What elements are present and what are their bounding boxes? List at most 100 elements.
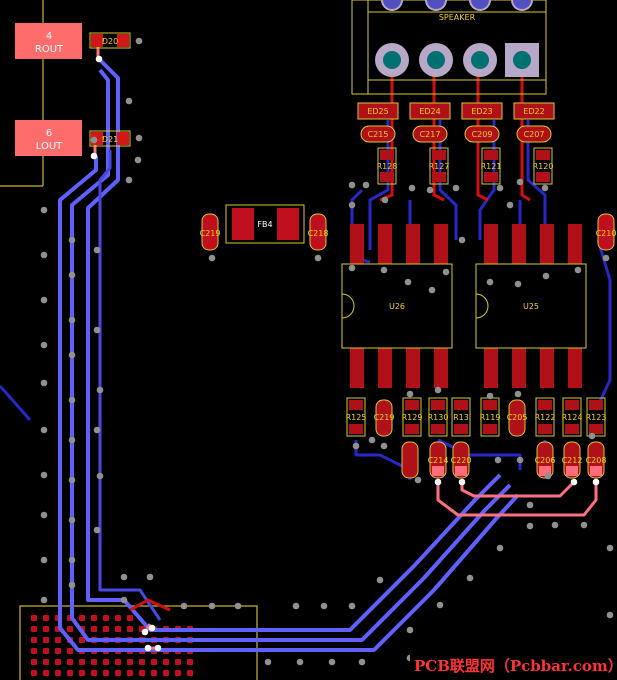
connector-pin-number: 4 bbox=[46, 31, 52, 42]
via bbox=[40, 341, 48, 349]
cap-c207[interactable]: C207 bbox=[516, 125, 552, 143]
via bbox=[296, 658, 304, 666]
bga-pad bbox=[91, 626, 97, 632]
connector-pin-number: 6 bbox=[46, 128, 52, 139]
speaker-pad bbox=[463, 43, 497, 77]
via bbox=[516, 456, 524, 464]
part-r13[interactable]: R13 bbox=[451, 397, 471, 437]
ref-label: R128 bbox=[377, 162, 398, 171]
via bbox=[135, 37, 143, 45]
via bbox=[426, 186, 434, 194]
watermark-bg bbox=[410, 652, 617, 680]
part-r119[interactable]: R119 bbox=[480, 397, 501, 437]
connector-lout[interactable]: 6 LOUT bbox=[15, 120, 82, 156]
via bbox=[180, 602, 188, 610]
cap-c208[interactable]: C208 bbox=[586, 441, 607, 479]
part-r123[interactable]: R123 bbox=[586, 397, 607, 437]
bga-pad bbox=[55, 637, 61, 643]
via bbox=[368, 436, 376, 444]
part-r122[interactable]: R122 bbox=[535, 397, 556, 437]
cap-c215[interactable]: C215 bbox=[360, 125, 396, 143]
via bbox=[40, 379, 48, 387]
bga-pad bbox=[103, 615, 109, 621]
via bbox=[406, 626, 414, 634]
cap-c220[interactable]: C220 bbox=[451, 441, 472, 479]
diode-d20[interactable]: D20 bbox=[89, 32, 131, 49]
bga-pad bbox=[163, 670, 169, 676]
via bbox=[68, 516, 76, 524]
cap-c219-top[interactable]: C219 bbox=[200, 213, 221, 251]
ic-pin bbox=[406, 224, 420, 264]
via bbox=[551, 521, 559, 529]
ed-ed22[interactable]: ED22 bbox=[513, 102, 555, 120]
ref-label: C209 bbox=[472, 130, 493, 139]
cap-c214[interactable]: C214 bbox=[428, 441, 449, 479]
via bbox=[514, 390, 522, 398]
via bbox=[208, 602, 216, 610]
bga-pad bbox=[43, 670, 49, 676]
via bbox=[541, 184, 549, 192]
res-r127[interactable]: R127 bbox=[429, 147, 450, 185]
ref-label: C206 bbox=[535, 456, 556, 465]
bga-pad bbox=[115, 615, 121, 621]
bga-pad bbox=[67, 626, 73, 632]
ref-label: R127 bbox=[429, 162, 450, 171]
bga-pad bbox=[91, 615, 97, 621]
part-r124[interactable]: R124 bbox=[562, 397, 583, 437]
part-c205[interactable]: C205 bbox=[507, 399, 528, 437]
part-r129[interactable]: R129 bbox=[402, 397, 423, 437]
ic-pin bbox=[350, 224, 364, 264]
ic-pin bbox=[568, 224, 582, 264]
res-r120[interactable]: R120 bbox=[533, 147, 554, 185]
speaker-pad-top bbox=[511, 0, 533, 11]
bga-pad bbox=[31, 615, 37, 621]
via bbox=[40, 206, 48, 214]
ferrite-bead-fb4[interactable]: FB4 bbox=[225, 204, 305, 244]
cap-extra[interactable] bbox=[401, 441, 419, 479]
part-c219[interactable]: C219 bbox=[374, 399, 395, 437]
cap-c206[interactable]: C206 bbox=[535, 441, 556, 479]
part-r125[interactable]: R125 bbox=[346, 397, 367, 437]
ic-pin bbox=[406, 348, 420, 388]
ref-label: R129 bbox=[402, 413, 423, 422]
bga-pad bbox=[31, 626, 37, 632]
bga-pad bbox=[79, 615, 85, 621]
ed-ed24[interactable]: ED24 bbox=[409, 102, 451, 120]
ref-label: D21 bbox=[102, 135, 118, 144]
bga-pad bbox=[103, 659, 109, 665]
via bbox=[68, 396, 76, 404]
via bbox=[380, 266, 388, 274]
res-r128[interactable]: R128 bbox=[377, 147, 398, 185]
via bbox=[526, 501, 534, 509]
cap-c218[interactable]: C218 bbox=[308, 213, 329, 251]
ref-label: R123 bbox=[586, 413, 607, 422]
cap-c209[interactable]: C209 bbox=[464, 125, 500, 143]
ic-pin bbox=[512, 224, 526, 264]
connector-rout[interactable]: 4 ROUT bbox=[15, 23, 82, 59]
bga-pad bbox=[187, 659, 193, 665]
cap-c210[interactable]: C210 bbox=[596, 213, 617, 251]
via bbox=[68, 581, 76, 589]
cap-c217[interactable]: C217 bbox=[412, 125, 448, 143]
ic-pin bbox=[378, 224, 392, 264]
ref-label: R125 bbox=[346, 413, 367, 422]
via bbox=[381, 196, 389, 204]
ed-ed25[interactable]: ED25 bbox=[357, 102, 399, 120]
speaker-footprint[interactable]: SPEAKER bbox=[351, 0, 547, 95]
speaker-label: SPEAKER bbox=[439, 13, 476, 22]
res-r121[interactable]: R121 bbox=[481, 147, 502, 185]
cap-c212[interactable]: C212 bbox=[562, 441, 583, 479]
ref-label: C219 bbox=[374, 413, 395, 422]
via bbox=[574, 266, 582, 274]
via bbox=[434, 386, 442, 394]
ic-u25[interactable]: U25 bbox=[475, 224, 587, 388]
ed-ed23[interactable]: ED23 bbox=[461, 102, 503, 120]
part-r130[interactable]: R130 bbox=[428, 397, 449, 437]
bga-pad bbox=[31, 648, 37, 654]
via bbox=[314, 254, 322, 262]
via bbox=[292, 602, 300, 610]
bga-pad bbox=[43, 659, 49, 665]
via bbox=[358, 658, 366, 666]
ic-u26[interactable]: U26 bbox=[341, 224, 453, 388]
